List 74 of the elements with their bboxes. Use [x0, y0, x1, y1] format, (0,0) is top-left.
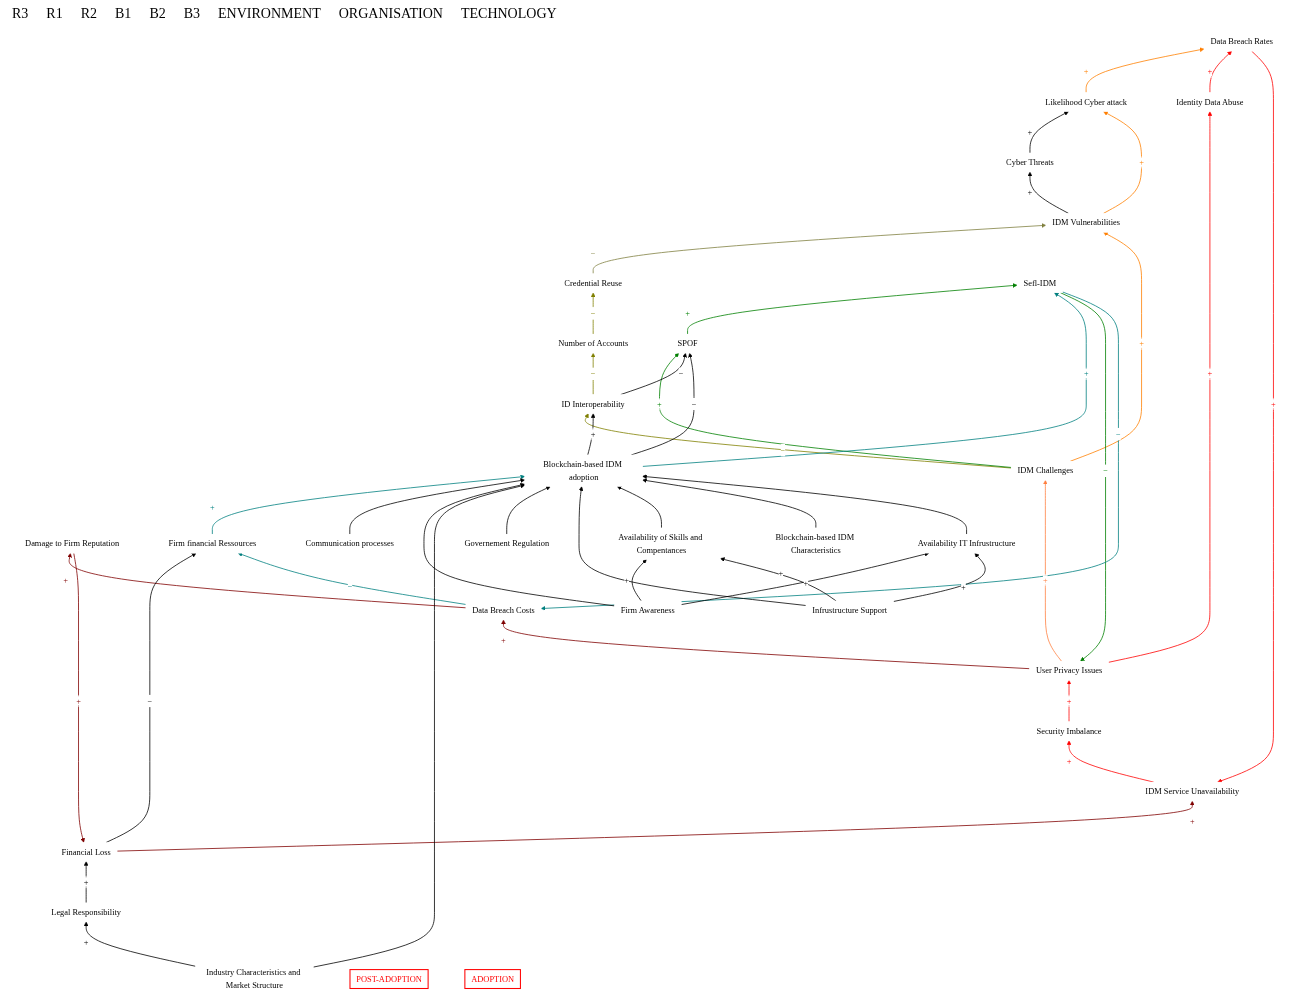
node-text: IDM Vulnerabilities	[1052, 218, 1120, 228]
node-text: Availability IT Infrustructure	[917, 538, 1016, 548]
edge-label: +	[803, 578, 809, 588]
node-text: Availability of Skills and Compentances	[618, 532, 703, 555]
edge-label: −	[590, 369, 596, 379]
edge-label: +	[1207, 67, 1213, 77]
node-text: ID Interoperability	[561, 399, 625, 409]
diagram-label: TECHNOLOGY	[460, 6, 557, 22]
edge-label: +	[1139, 338, 1144, 348]
edge-label: +	[501, 635, 506, 645]
edge-label: −	[147, 696, 153, 706]
node-text: Number of Accounts	[558, 338, 629, 348]
node-text: Blockchain-based IDM Characteristics	[775, 532, 855, 555]
edge-label: +	[961, 582, 966, 592]
edge-label: +	[1083, 369, 1089, 379]
node-text: Legal Responsibility	[51, 907, 122, 917]
edge-label: −	[691, 399, 697, 409]
node-text: Damage to Firm Reputation	[25, 538, 120, 548]
diagram-label: ORGANISATION	[338, 6, 443, 22]
node-text: Data Breach Rates	[1210, 36, 1273, 46]
edge-label: −	[590, 248, 596, 258]
node-text: Infrustructure Support	[812, 605, 888, 615]
node-text: Financial Loss	[61, 847, 111, 857]
node-text: Blockchain-based IDM adoption	[543, 459, 622, 482]
edge-label: +	[83, 877, 89, 887]
edge-label: +	[1139, 157, 1144, 167]
node-text: Communication processes	[305, 538, 395, 548]
edge-label: +	[63, 575, 69, 585]
edge-label: −	[590, 308, 596, 318]
diagram-label: R3	[12, 6, 29, 22]
edge-label: +	[1043, 575, 1048, 585]
edge-label: +	[1083, 67, 1089, 77]
edge-label: +	[657, 399, 662, 409]
node-text: IDM Challenges	[1017, 465, 1074, 475]
edge-label: +	[1066, 756, 1072, 766]
edge-label: −	[347, 581, 353, 591]
edge-label: +	[685, 308, 690, 318]
edge-label: +	[1189, 817, 1195, 826]
node-text: Industry Characteristics and Market Structure	[206, 968, 301, 990]
edge-label: +	[1027, 187, 1033, 197]
diagram-label: B3	[183, 6, 201, 22]
edge-label: +	[76, 696, 81, 706]
node-text: SPOF	[677, 338, 698, 348]
node-text: Identity Data Abuse	[1176, 97, 1244, 107]
node-box: ADOPTION	[464, 969, 521, 990]
node-text: Cyber Threats	[1006, 157, 1054, 167]
edge-label: +	[83, 937, 89, 947]
node-text: Credential Reuse	[564, 278, 622, 288]
diagram-label: B1	[115, 6, 132, 22]
node-text: IDM Service Unavailability	[1145, 786, 1240, 796]
edge-label: +	[1027, 127, 1033, 137]
edge-label: +	[1066, 696, 1072, 706]
edge-label: +	[1271, 399, 1276, 409]
node-box: POST-ADOPTION	[349, 969, 429, 990]
node-text: Firm financial Ressources	[168, 538, 257, 548]
edge-label: +	[624, 575, 630, 585]
edge-label: +	[590, 429, 596, 439]
edge-label: −	[1116, 429, 1121, 439]
diagram-label: R1	[46, 6, 63, 22]
edge-label: +	[1207, 369, 1213, 379]
edge-label: −	[780, 445, 786, 455]
node-text: User Privacy Issues	[1035, 666, 1103, 675]
node-text: Data Breach Costs	[472, 605, 535, 615]
node-text: Likelihood Cyber attack	[1045, 97, 1127, 107]
node-text: Governement Regulation	[464, 538, 550, 548]
diagram-label: ENVIRONMENT	[218, 6, 321, 22]
edge-label: +	[778, 569, 784, 578]
node-text: Sefl-IDM	[1023, 278, 1057, 288]
edge-label: −	[1103, 465, 1108, 475]
edge-label: +	[209, 502, 215, 512]
diagram-label: B2	[149, 6, 166, 22]
node-text: Security Imbalance	[1036, 726, 1102, 736]
edge-label: −	[678, 369, 684, 379]
diagram-label: R2	[80, 6, 98, 22]
